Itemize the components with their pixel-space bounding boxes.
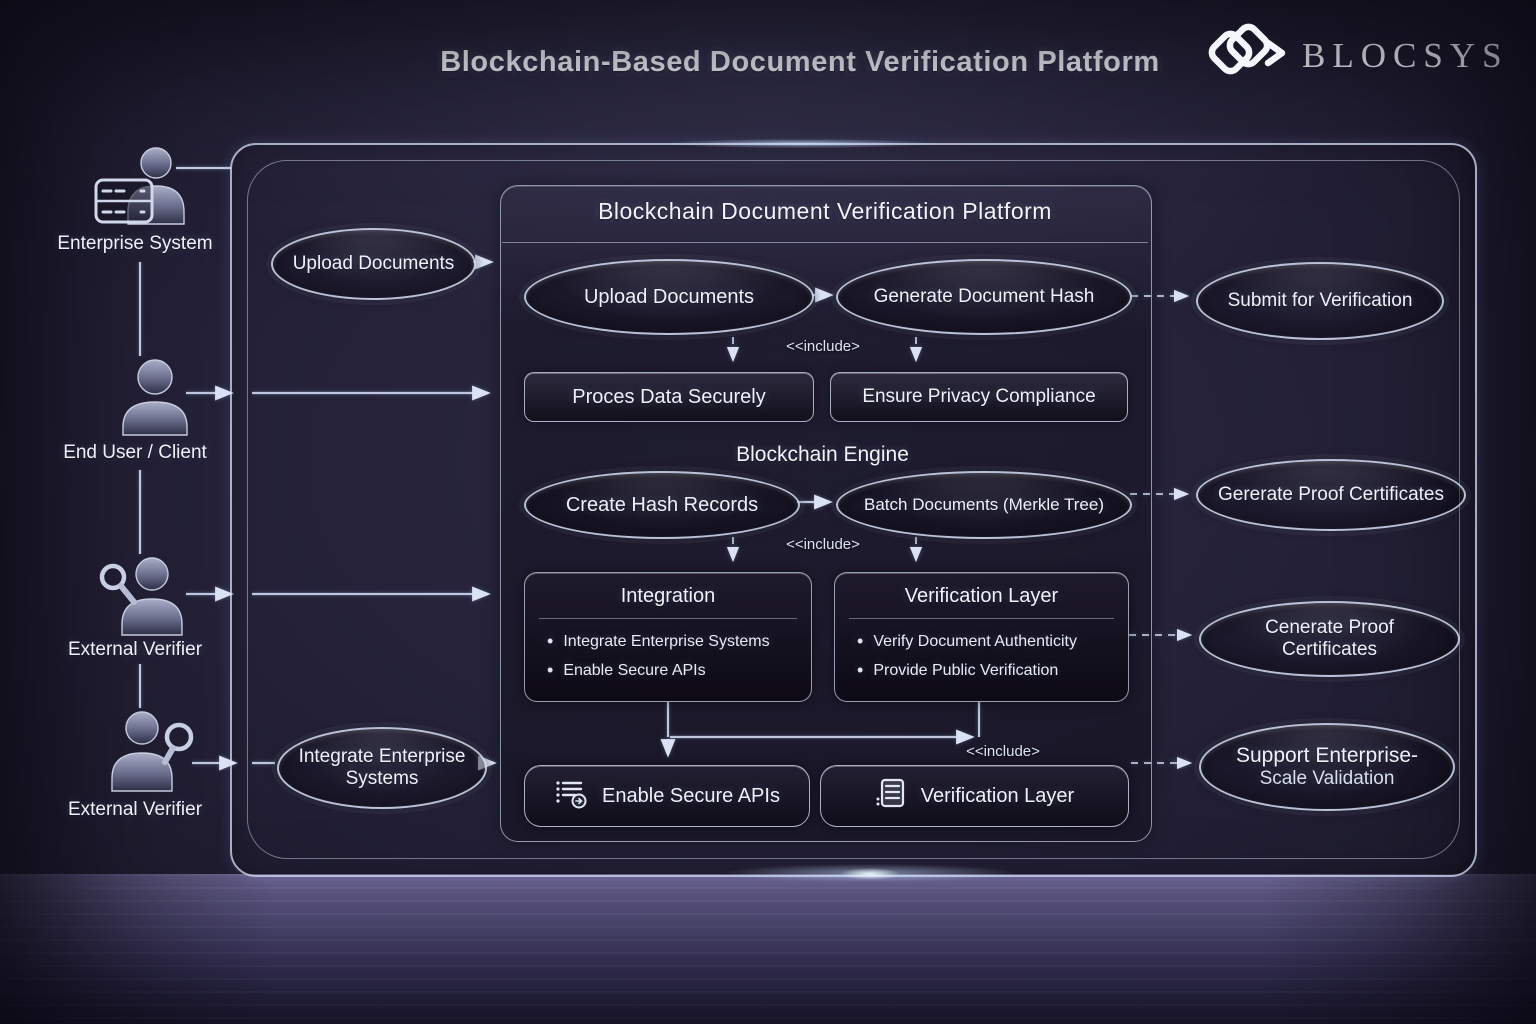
verification-layer-card: Verification Layer Verify Document Authe… <box>834 572 1129 702</box>
usecase-generate-document-hash: Generate Document Hash <box>836 259 1132 335</box>
usecase-cenerate-proof-certificates: Cenerate Proof Certificates <box>1199 601 1460 677</box>
external-verifier-actor-1 <box>96 556 192 643</box>
usecase-label: Submit for Verification <box>1227 290 1413 311</box>
usecase-label-line1: Integrate Enterprise <box>298 746 466 767</box>
document-list-icon <box>875 777 907 815</box>
actor-label-verifier-1: External Verifier <box>67 639 203 660</box>
usecase-submit-for-verification: Submit for Verification <box>1196 262 1444 340</box>
secure-api-icon <box>554 777 588 815</box>
bullet-text: Integrate Enterprise Systems <box>563 632 770 650</box>
enable-secure-apis-node: Enable Secure APIs <box>524 765 810 827</box>
blocsys-logo-icon <box>1206 22 1292 89</box>
user-magnifier-icon <box>96 557 192 642</box>
usecase-label-line2: Scale Validation <box>1259 768 1395 789</box>
actor-label-enterprise: Enterprise System <box>57 233 213 254</box>
usecase-label-line2: Systems <box>345 768 419 789</box>
include-stereotype-2: <<include> <box>786 536 860 553</box>
include-stereotype-1: <<include> <box>786 338 860 355</box>
usecase-label-line1: Cenerate Proof <box>1265 617 1394 638</box>
verification-bullet-2: Provide Public Verification <box>835 656 1128 685</box>
usecase-support-enterprise-scale-validation: Support Enterprise- Scale Validation <box>1199 723 1455 811</box>
usecase-label-line2: Certificates <box>1281 639 1378 660</box>
end-user-actor <box>116 358 194 443</box>
usecase-create-hash-records: Create Hash Records <box>524 471 800 539</box>
usecase-label: Batch Documents (Merkle Tree) <box>864 495 1104 514</box>
user-magnifier-icon <box>104 711 200 798</box>
verification-layer-node: Verification Layer <box>820 765 1129 827</box>
integration-bullet-2: Enable Secure APIs <box>525 656 811 685</box>
usecase-label: Upload Documents <box>583 285 755 308</box>
blockchain-engine-label: Blockchain Engine <box>736 443 909 466</box>
integration-card-title: Integration <box>620 585 716 607</box>
usecase-label: Create Hash Records <box>565 493 759 516</box>
usecase-label: Generate Document Hash <box>873 286 1095 307</box>
verification-card-title: Verification Layer <box>904 585 1059 607</box>
brand-name: BLOCSYS <box>1302 35 1509 75</box>
floor-gradient <box>0 874 1536 1024</box>
include-stereotype-3: <<include> <box>966 743 1040 760</box>
process-data-securely-node: Proces Data Securely <box>524 372 814 422</box>
usecase-gererate-proof-certificates: Gererate Proof Certificates <box>1196 459 1466 531</box>
usecase-upload-documents-outer: Upload Documents <box>271 228 476 300</box>
ensure-privacy-compliance-node: Ensure Privacy Compliance <box>830 372 1128 422</box>
button-label: Enable Secure APIs <box>602 784 780 807</box>
page-title: Blockchain-Based Document Verification P… <box>440 46 1160 78</box>
integration-card: Integration Integrate Enterprise Systems… <box>524 572 812 702</box>
bullet-text: Verify Document Authenticity <box>873 632 1077 650</box>
card-divider <box>849 618 1114 619</box>
actor-label-end-user: End User / Client <box>63 442 207 463</box>
platform-panel-divider <box>502 242 1148 243</box>
external-verifier-actor-2 <box>104 710 200 799</box>
brand-logo: BLOCSYS <box>1206 22 1509 89</box>
platform-panel-title: Blockchain Document Verification Platfor… <box>598 198 1052 224</box>
system-boundary-inner <box>247 160 1460 859</box>
user-icon <box>116 359 194 442</box>
usecase-upload-documents: Upload Documents <box>524 259 814 335</box>
usecase-batch-documents-merkle-tree: Batch Documents (Merkle Tree) <box>836 471 1132 539</box>
usecase-label: Gererate Proof Certificates <box>1218 484 1444 505</box>
usecase-integrate-enterprise-systems: Integrate Enterprise Systems <box>277 727 487 809</box>
server-user-icon <box>92 147 192 238</box>
bullet-text: Enable Secure APIs <box>563 661 706 679</box>
integration-bullet-1: Integrate Enterprise Systems <box>525 627 811 656</box>
usecase-label: Upload Documents <box>292 253 455 274</box>
button-label: Verification Layer <box>920 784 1075 807</box>
actor-label-verifier-2: External Verifier <box>67 799 203 820</box>
verification-bullet-1: Verify Document Authenticity <box>835 627 1128 656</box>
usecase-label-line1: Support Enterprise- <box>1235 744 1419 767</box>
card-divider <box>539 618 797 619</box>
enterprise-system-actor <box>92 146 192 239</box>
bullet-text: Provide Public Verification <box>873 661 1059 679</box>
